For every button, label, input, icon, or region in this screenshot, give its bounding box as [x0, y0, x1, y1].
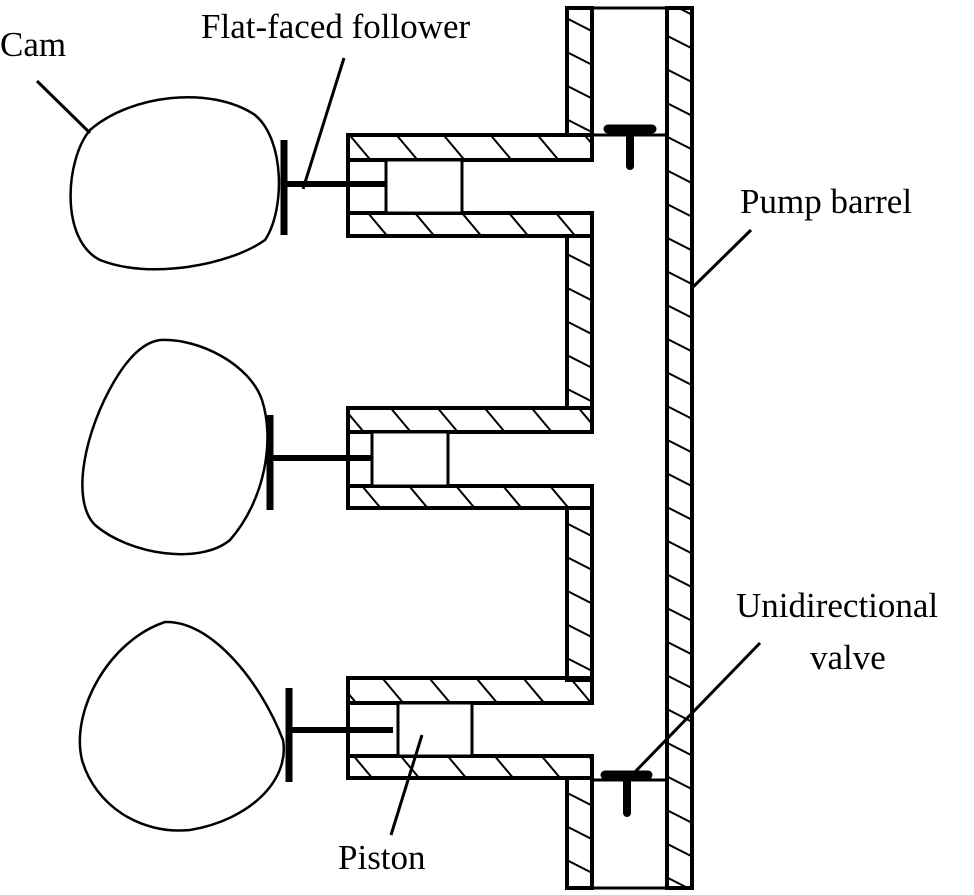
- label-follower: Flat-faced follower: [201, 7, 471, 46]
- follower-middle: [266, 415, 372, 510]
- barrel-right-wall: [665, 6, 694, 890]
- pump-barrel: [565, 6, 694, 890]
- follower-bottom: [285, 688, 393, 782]
- cam-bottom: [78, 620, 286, 832]
- manifold-wall-2: [565, 506, 594, 682]
- barrel-left-wall-bottom: [565, 776, 594, 890]
- leader-pump-barrel: [690, 228, 753, 290]
- manifold-wall-1: [565, 234, 594, 410]
- valve-bottom: [600, 770, 653, 817]
- cylinder-top: [346, 133, 594, 238]
- cam-middle: [81, 338, 269, 556]
- cylinder-top-lower-wall: [346, 211, 594, 238]
- label-piston: Piston: [338, 838, 426, 877]
- piston-bottom: [396, 701, 474, 758]
- cylinder-middle: [346, 406, 594, 510]
- cylinder-middle-lower-wall: [346, 484, 594, 510]
- label-cam: Cam: [0, 25, 66, 64]
- leader-cam: [35, 79, 92, 135]
- piston-middle: [370, 430, 450, 488]
- cam-top: [69, 96, 281, 271]
- cylinder-top-upper-wall: [346, 133, 594, 162]
- valve-top: [603, 124, 657, 170]
- cylinder-bottom-lower-wall: [346, 754, 594, 780]
- cylinder-middle-upper-wall: [346, 406, 594, 434]
- barrel-left-wall-top: [565, 6, 594, 137]
- cylinder-bottom-upper-wall: [346, 676, 594, 705]
- label-valve-line1: Unidirectional: [736, 586, 938, 625]
- follower-top: [280, 140, 386, 235]
- leader-piston: [389, 734, 424, 836]
- leader-follower: [301, 57, 346, 190]
- leader-valve: [631, 641, 762, 776]
- piston-top: [384, 158, 464, 215]
- label-valve-line2: valve: [810, 638, 886, 677]
- label-pump-barrel: Pump barrel: [740, 182, 912, 221]
